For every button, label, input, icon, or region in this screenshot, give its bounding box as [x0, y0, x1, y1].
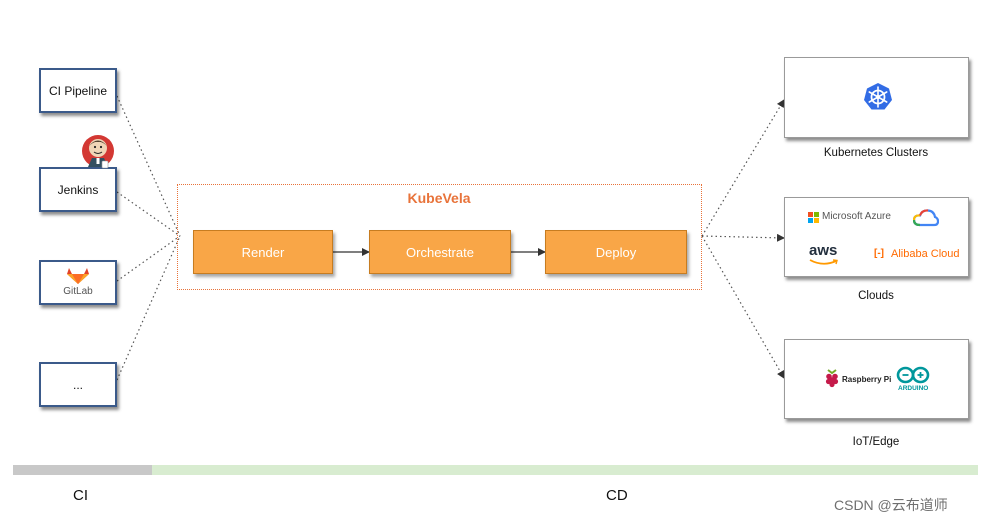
jenkins-butler-icon	[82, 135, 114, 169]
source-more: ...	[39, 362, 117, 407]
google-cloud-icon	[913, 209, 939, 227]
aws-smile-icon	[809, 259, 838, 265]
raspberry-pi-icon	[825, 369, 839, 388]
target-kubernetes-box	[784, 57, 969, 138]
cd-phase-label: CD	[606, 487, 628, 504]
arduino-infinity-icon	[896, 366, 930, 384]
source-ci-pipeline: CI Pipeline	[39, 68, 117, 113]
target-kubernetes-label: Kubernetes Clusters	[823, 147, 929, 159]
cd-phase-bar	[152, 465, 978, 475]
stage-label: Orchestrate	[406, 244, 474, 260]
watermark: CSDN @云布道师	[834, 497, 948, 513]
source-label: Jenkins	[57, 182, 99, 197]
source-gitlab: GitLab	[39, 260, 117, 305]
source-label: CI Pipeline	[48, 83, 108, 98]
target-clouds-box: Microsoft Azure aws [-] Alibaba Cloud	[784, 197, 969, 277]
ci-phase-bar	[13, 465, 152, 475]
source-jenkins: Jenkins	[39, 167, 117, 212]
stage-render: Render	[193, 230, 333, 274]
raspberry-pi-text: Raspberry Pi	[842, 375, 892, 384]
aws-logo-text: aws	[809, 242, 838, 259]
ci-phase-label: CI	[73, 487, 88, 504]
azure-logo-text: Microsoft Azure	[822, 211, 891, 222]
connector-jenkins	[116, 191, 181, 237]
stage-deploy: Deploy	[545, 230, 687, 274]
target-clouds-label: Clouds	[858, 290, 894, 302]
kubevela-title: KubeVela	[407, 190, 471, 206]
source-label: ...	[72, 377, 83, 392]
connector-more	[116, 235, 181, 381]
gitlab-fox-icon	[67, 268, 89, 284]
target-iot-label: IoT/Edge	[852, 436, 900, 448]
microsoft-logo-icon	[808, 212, 819, 223]
connector-to-kubernetes	[701, 99, 785, 237]
connector-ci-pipeline	[116, 95, 181, 237]
gitlab-label: GitLab	[63, 286, 93, 297]
kubernetes-helm-icon	[864, 83, 892, 110]
stage-label: Deploy	[595, 244, 637, 260]
target-iot-box: Raspberry Pi ARDUINO	[784, 339, 969, 419]
connector-to-clouds	[701, 233, 785, 242]
connector-gitlab	[116, 235, 181, 282]
connector-to-iot	[701, 235, 785, 379]
kubevela-frame	[177, 184, 702, 290]
alibaba-logo-text: Alibaba Cloud	[891, 248, 960, 260]
alibaba-mark: [-]	[874, 248, 884, 259]
stage-orchestrate: Orchestrate	[369, 230, 511, 274]
stage-label: Render	[241, 244, 285, 260]
arduino-text: ARDUINO	[898, 385, 929, 392]
